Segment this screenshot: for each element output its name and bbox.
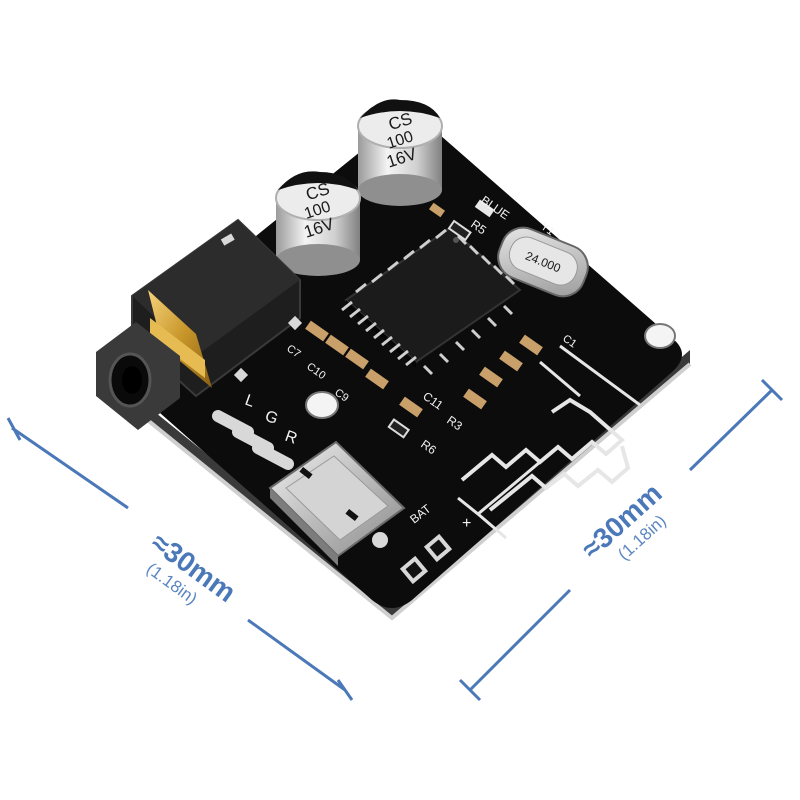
dimension-right: ≈30mm (1.18in)	[458, 378, 784, 702]
smd-components	[233, 199, 543, 439]
mounting-hole	[644, 323, 676, 349]
electrolytic-capacitor: CS 100 16V	[357, 99, 443, 206]
audio-ic-chip	[341, 226, 522, 376]
pcb-board: 24.000 CS 100 16V CS 100 16V	[96, 99, 692, 621]
audio-jack	[96, 218, 301, 430]
label-r: R	[283, 428, 300, 448]
label-plus: +	[462, 515, 471, 532]
crystal-oscillator: 24.000	[497, 226, 589, 298]
label-g: G	[263, 408, 281, 428]
battery-pads	[399, 533, 453, 585]
electrolytic-capacitor: CS 100 16V	[275, 171, 361, 276]
lgr-pads	[211, 410, 295, 470]
mounting-hole	[305, 391, 339, 419]
bluetooth-antenna	[457, 344, 641, 540]
micro-usb-port	[268, 440, 406, 566]
